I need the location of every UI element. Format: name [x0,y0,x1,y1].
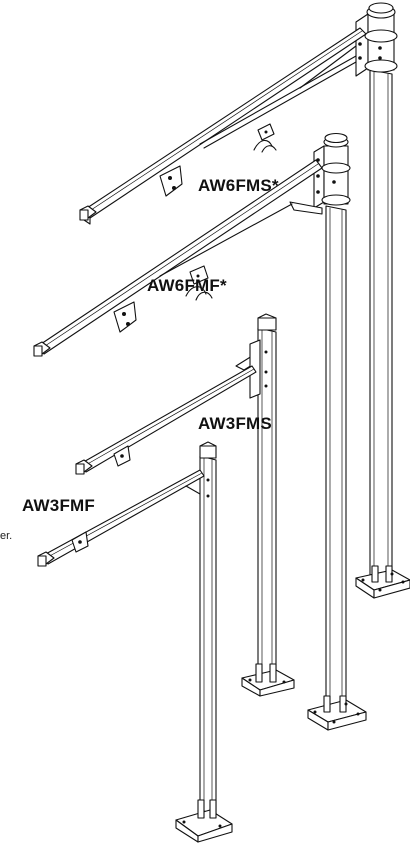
aw6fmf-head-bracket [313,132,351,209]
aw3fms-boom [75,365,257,475]
aw6fms-column [355,69,410,599]
aw6fms-trolley [253,123,277,153]
aw3fmf-boom [37,469,205,567]
aw6fmf-column [307,205,367,731]
aw6fms-head-bracket [355,2,398,77]
aw3fms-hanger [113,445,131,467]
aw3fmf-crane [37,441,233,843]
aw6fms-boom [79,27,367,225]
aw3fms-column [241,313,295,697]
aw3fmf-hanger [71,531,89,553]
aw3fms-crane [75,313,295,697]
aw3fms-label: AW3FMS [198,414,272,433]
aw6fms-crane [79,2,410,599]
aw3fmf-column [175,441,233,843]
aw6fms-label: AW6FMS* [198,176,279,195]
aw6fmf-boom [33,159,323,357]
aw3fms-bracket [235,339,261,399]
aw6fmf-crane [33,132,367,731]
aw6fmf-hanger [113,301,137,333]
aw6fms-hanger [159,165,183,197]
aw6fmf-trolley [185,265,213,301]
aw3fmf-label: AW3FMF [22,496,95,515]
aw6fmf-label: AW6FMF* [147,276,227,295]
left-edge-text-fragment: er. [0,530,13,542]
